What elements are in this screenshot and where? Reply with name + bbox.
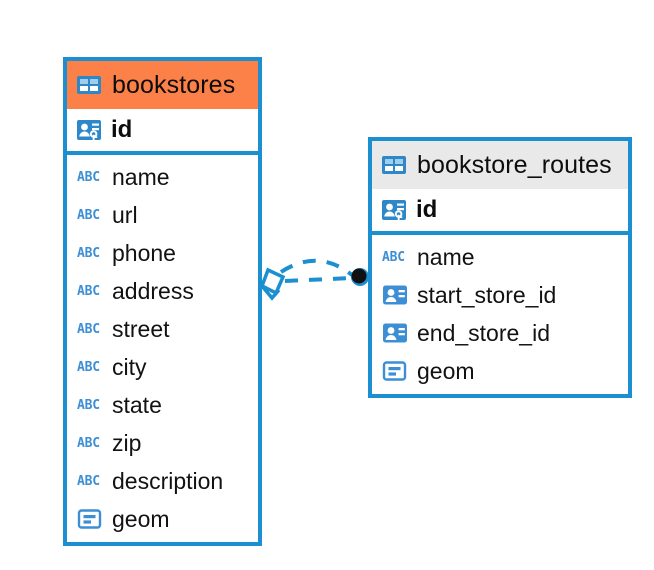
foreign-key-icon (382, 284, 408, 306)
abc-text-icon: ABC (77, 435, 100, 451)
table-grid-icon (76, 74, 102, 96)
field-row-street[interactable]: ABC street (67, 310, 258, 348)
relationship-line-straight (284, 276, 353, 283)
abc-text-icon: ABC (382, 249, 405, 265)
field-row-name[interactable]: ABC name (372, 238, 628, 276)
filled-circle-marker (351, 268, 369, 286)
field-label: street (112, 315, 170, 342)
relationship-line-arc (279, 258, 354, 277)
primary-key-icon (76, 118, 102, 142)
field-row-geom[interactable]: geom (67, 500, 258, 538)
field-label: end_store_id (417, 319, 550, 346)
field-row-url[interactable]: ABC url (67, 196, 258, 234)
field-label: phone (112, 239, 176, 266)
field-label: geom (112, 505, 170, 532)
field-label: city (112, 353, 147, 380)
primary-key-row-bookstores[interactable]: id (67, 109, 258, 155)
table-grid-icon (381, 154, 407, 176)
field-label: name (112, 163, 170, 190)
abc-text-icon: ABC (77, 397, 100, 413)
diamond-outline-marker (259, 267, 286, 301)
table-title: bookstores (112, 70, 236, 99)
geometry-icon (382, 360, 408, 382)
field-row-phone[interactable]: ABC phone (67, 234, 258, 272)
field-row-city[interactable]: ABC city (67, 348, 258, 386)
primary-key-label: id (416, 196, 438, 223)
er-table-bookstores[interactable]: bookstores id ABC name (63, 57, 262, 546)
field-label: start_store_id (417, 281, 557, 308)
field-row-description[interactable]: ABC description (67, 462, 258, 500)
field-label: geom (417, 357, 475, 384)
table-header-bookstore-routes[interactable]: bookstore_routes (372, 141, 628, 189)
abc-text-icon: ABC (77, 359, 100, 375)
primary-key-icon (381, 198, 407, 222)
abc-text-icon: ABC (77, 245, 100, 261)
abc-text-icon: ABC (77, 473, 100, 489)
field-label: zip (112, 429, 142, 456)
field-label: name (417, 243, 475, 270)
table-header-bookstores[interactable]: bookstores (67, 61, 258, 109)
field-list-bookstore-routes: ABC name start_store_id (372, 235, 628, 390)
field-label: address (112, 277, 194, 304)
field-row-end-store-id[interactable]: end_store_id (372, 314, 628, 352)
primary-key-row-bookstore-routes[interactable]: id (372, 189, 628, 235)
field-label: state (112, 391, 162, 418)
field-row-start-store-id[interactable]: start_store_id (372, 276, 628, 314)
field-label: description (112, 467, 224, 494)
er-table-bookstore-routes[interactable]: bookstore_routes id ABC name (368, 137, 632, 398)
table-title: bookstore_routes (417, 150, 612, 179)
field-row-name[interactable]: ABC name (67, 158, 258, 196)
field-label: url (112, 201, 138, 228)
field-row-zip[interactable]: ABC zip (67, 424, 258, 462)
geometry-icon (77, 508, 103, 530)
field-list-bookstores: ABC name ABC url ABC phone ABC address A… (67, 155, 258, 538)
field-row-state[interactable]: ABC state (67, 386, 258, 424)
field-row-geom[interactable]: geom (372, 352, 628, 390)
foreign-key-icon (382, 322, 408, 344)
abc-text-icon: ABC (77, 321, 100, 337)
abc-text-icon: ABC (77, 169, 100, 185)
abc-text-icon: ABC (77, 283, 100, 299)
primary-key-label: id (111, 116, 133, 143)
abc-text-icon: ABC (77, 207, 100, 223)
field-row-address[interactable]: ABC address (67, 272, 258, 310)
